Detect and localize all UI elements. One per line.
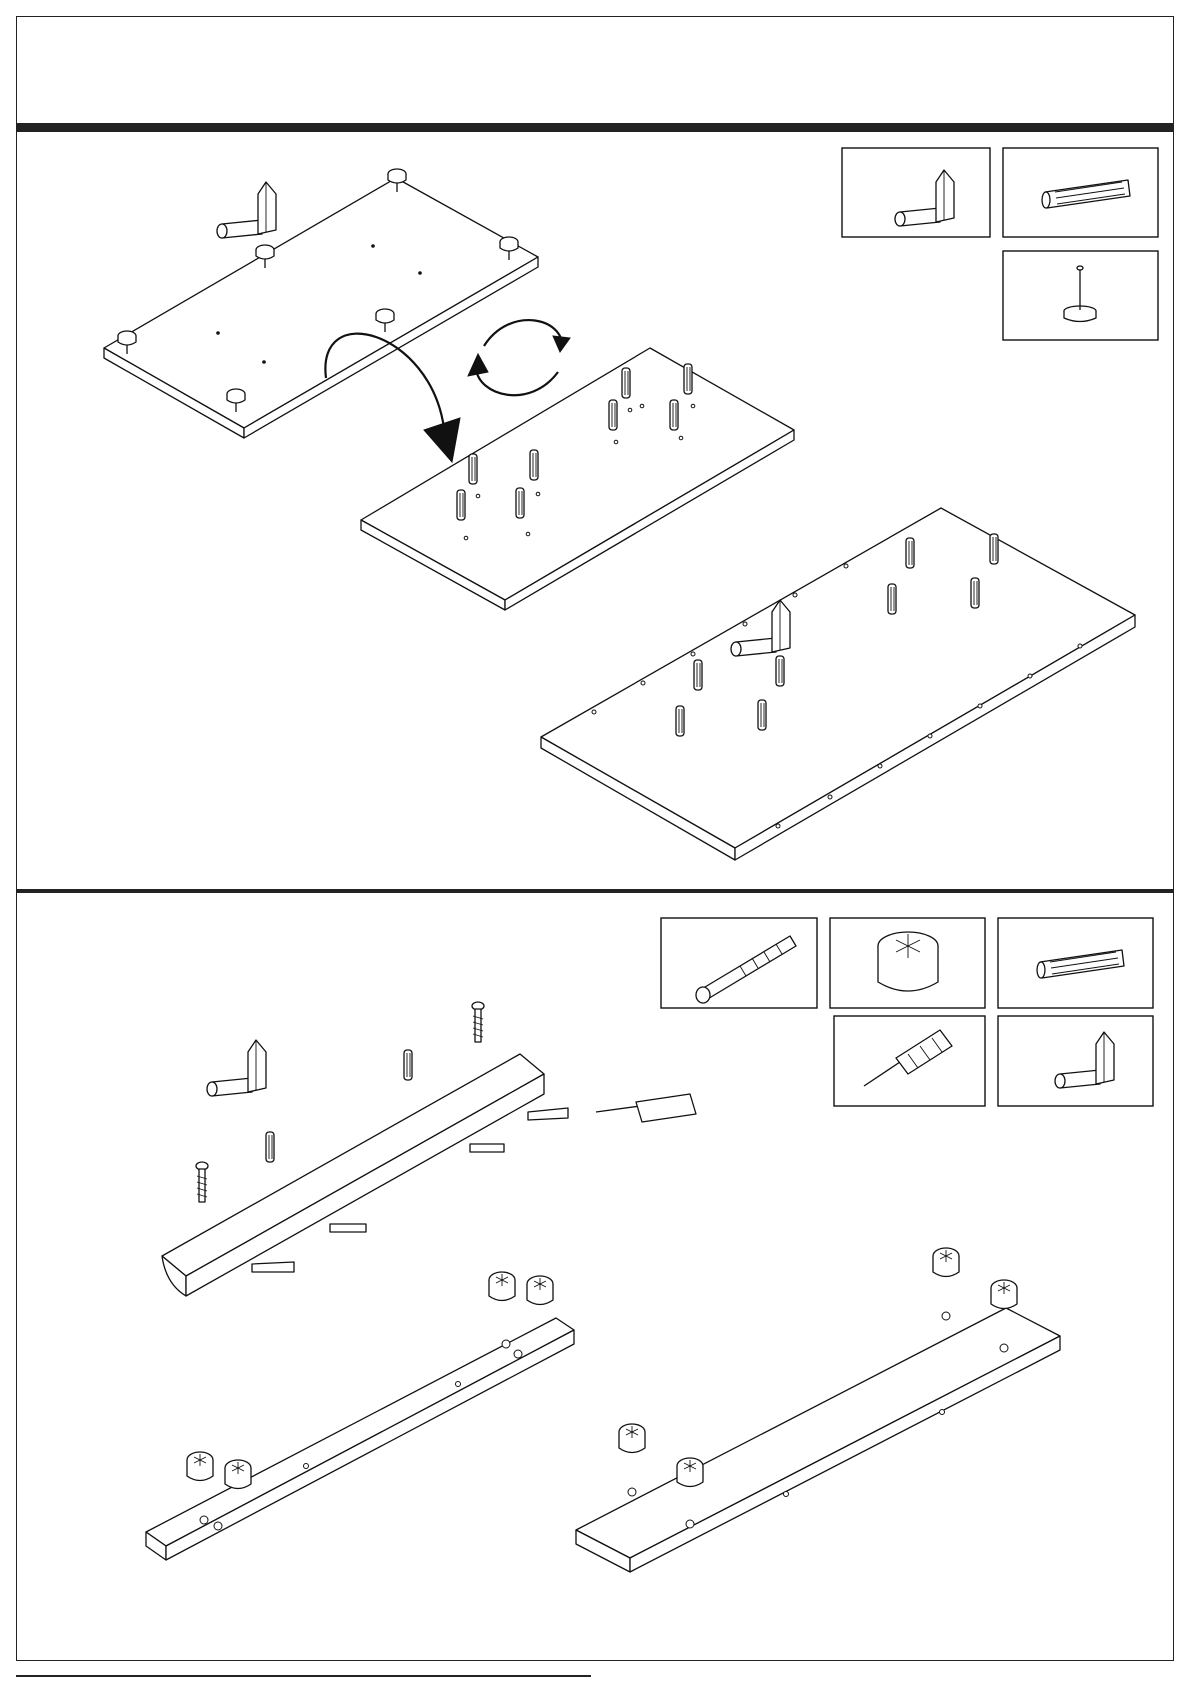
- panel-with-glides: [104, 169, 538, 438]
- curved-rail-with-fittings: [162, 1002, 696, 1296]
- large-panel-with-dowels: [541, 508, 1135, 860]
- hammer-icon: [998, 1016, 1153, 1106]
- footer-rule: [16, 1675, 591, 1677]
- wooden-dowel-icon: [1003, 148, 1158, 237]
- parts-legend-step-b: [661, 918, 1153, 1106]
- cam-lock-icon: [830, 918, 985, 1008]
- panel-with-dowels: [361, 348, 794, 610]
- cam-bolt-icon: [661, 918, 817, 1008]
- rotate-arrows-icon: [468, 320, 570, 395]
- hammer-icon: [842, 148, 990, 237]
- furniture-glide-nail-icon: [1003, 251, 1158, 340]
- narrow-board-left: [146, 1272, 574, 1560]
- narrow-board-right: [576, 1248, 1060, 1572]
- screwdriver-icon: [834, 1016, 985, 1106]
- wooden-dowel-icon: [998, 918, 1153, 1008]
- parts-legend-step-a: [842, 148, 1158, 340]
